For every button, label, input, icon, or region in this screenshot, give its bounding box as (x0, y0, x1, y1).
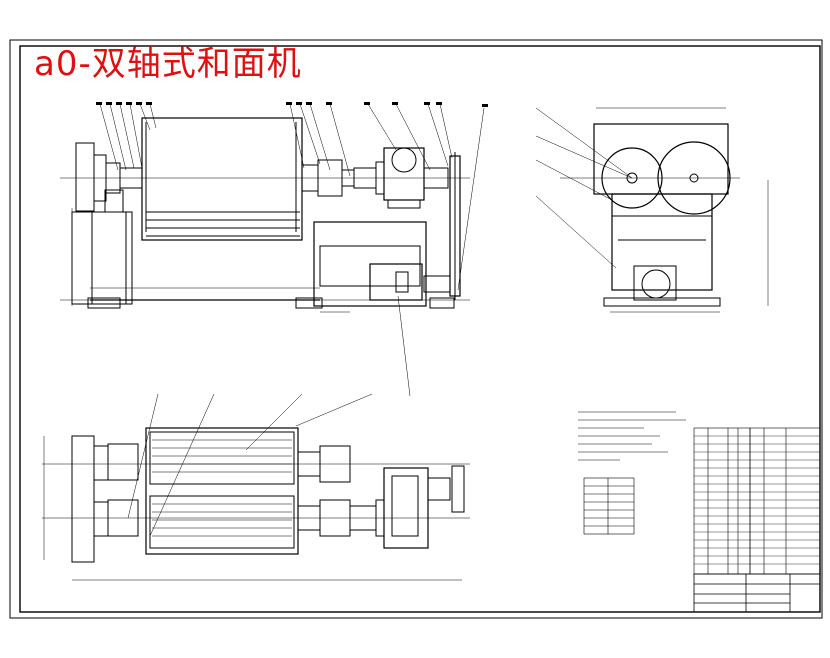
top-view (42, 393, 470, 581)
spec-table (583, 477, 635, 535)
outer-border (9, 39, 823, 619)
tech-notes (578, 411, 686, 461)
drawing-title: a0-双轴式和面机 (34, 44, 302, 84)
title-block (693, 573, 821, 613)
mixing-drum (141, 117, 303, 241)
inner-border (19, 45, 821, 613)
parts-list (693, 427, 821, 575)
front-view (60, 102, 488, 397)
gearbox (383, 147, 425, 201)
side-view (535, 107, 769, 313)
drum-frame (145, 427, 299, 555)
parts-list-rows (694, 435, 820, 565)
